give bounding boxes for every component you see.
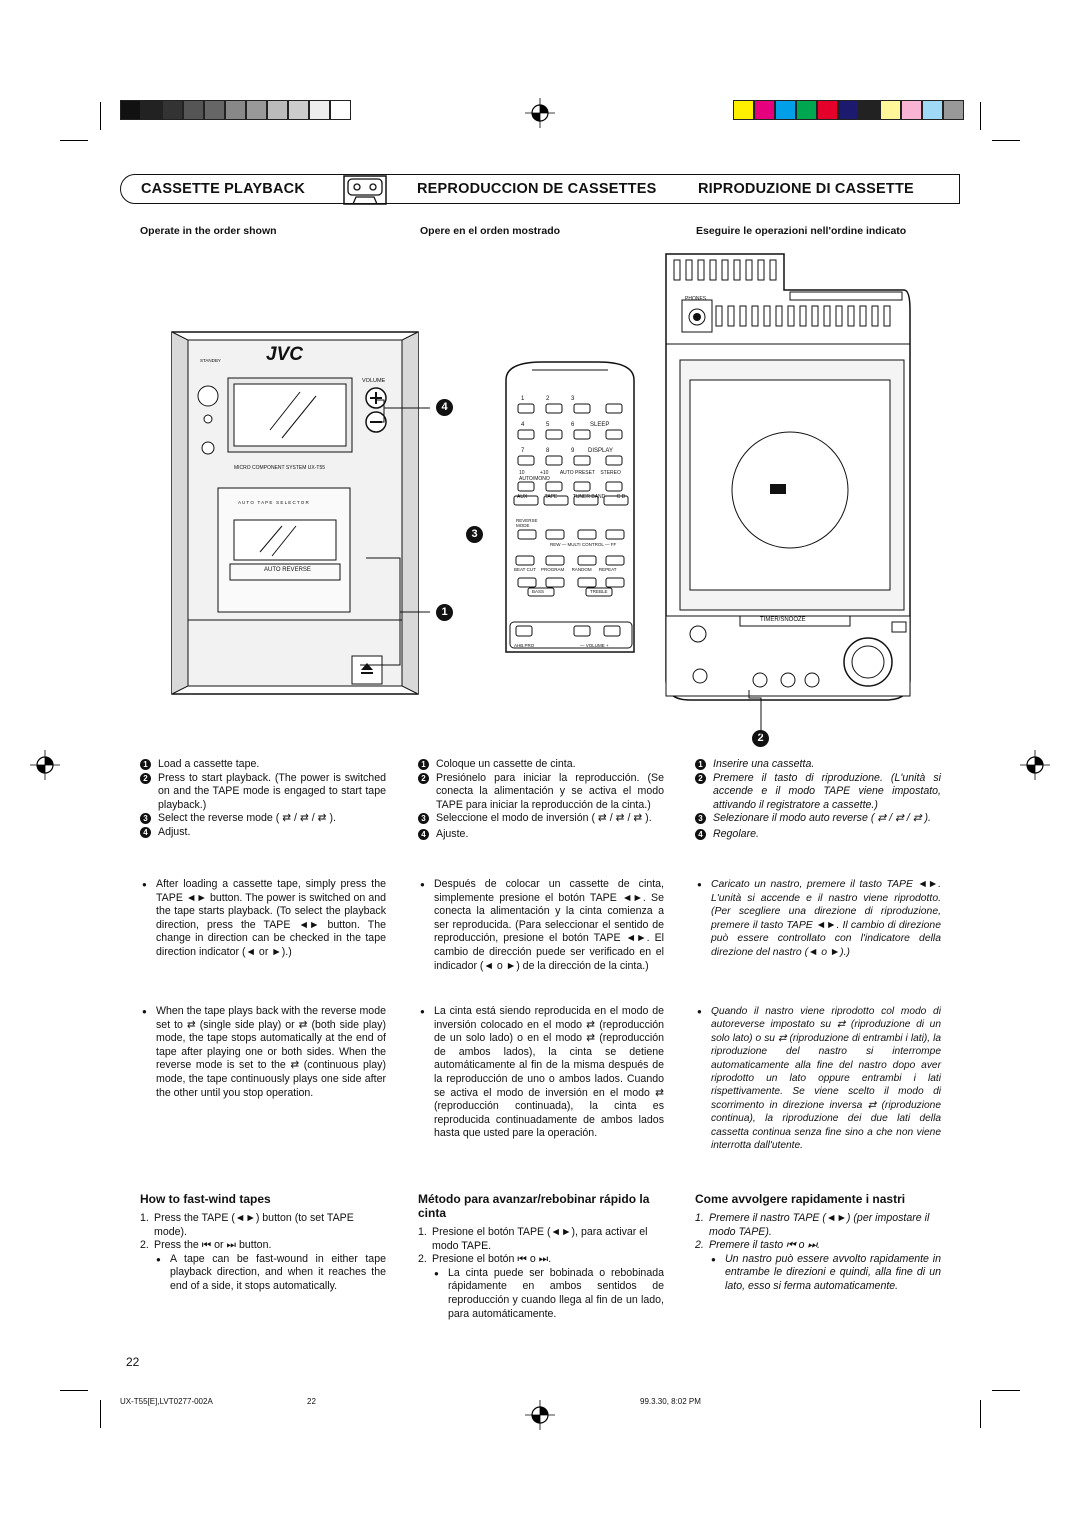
fastwind-note-en: A tape can be fast-wound in either tape … xyxy=(154,1253,386,1294)
fastwind-item-en: 1.Press the TAPE (◄►) button (to set TAP… xyxy=(140,1212,354,1238)
footer-left: UX-T55[E],LVT0277-002A xyxy=(120,1397,213,1406)
fastwind-item-es: 2.Presione el botón ⏮ o ⏭. xyxy=(418,1253,552,1266)
notes-es-2: La cinta está siendo reproducida en el m… xyxy=(418,1005,664,1141)
title-it: RIPRODUZIONE DI CASSETTE xyxy=(698,181,914,197)
notes-en: After loading a cassette tape, simply pr… xyxy=(140,878,386,960)
remote-label: 4 5 6 SLEEP xyxy=(521,422,610,428)
callout-4: 4 xyxy=(436,399,453,416)
subheading-it: Eseguire le operazioni nell'ordine indic… xyxy=(696,225,907,237)
registration-target-icon xyxy=(30,750,60,780)
timer-snooze-label: TIMER/SNOOZE xyxy=(760,617,806,623)
cassette-icon xyxy=(343,175,387,205)
registration-target-icon xyxy=(1020,750,1050,780)
callout-2: 2 xyxy=(752,730,769,747)
note-1-it: Caricato un nastro, premere il tasto TAP… xyxy=(695,878,941,960)
model-label: MICRO COMPONENT SYSTEM UX-T55 xyxy=(234,465,326,471)
fastwind-en: How to fast-wind tapes 1.Press the TAPE … xyxy=(140,1192,386,1294)
standby-label: STANDBY xyxy=(200,358,221,363)
fastwind-item-it: 1.Premere il nastro TAPE (◄►) (per impos… xyxy=(695,1212,930,1238)
page-number: 22 xyxy=(126,1355,140,1369)
title-en: CASSETTE PLAYBACK xyxy=(141,181,305,197)
note-2-es: La cinta está siendo reproducida en el m… xyxy=(418,1005,664,1141)
crop-mark xyxy=(980,102,981,130)
fastwind-note-it: Un nastro può essere avvolto rapidamente… xyxy=(709,1253,941,1294)
section-header: CASSETTE PLAYBACK REPRODUCCION DE CASSET… xyxy=(120,174,960,205)
volume-label: VOLUME xyxy=(362,378,386,384)
remote-label: AUX TAPE TUNER BAND C D xyxy=(517,494,626,500)
callout-lines xyxy=(360,399,430,666)
notes-it-2: Quando il nastro viene riprodotto col mo… xyxy=(695,1005,941,1152)
note-1-es: Después de colocar un cassette de cinta,… xyxy=(418,878,664,973)
remote-label: 1 2 3 xyxy=(521,396,575,402)
footer-center: 22 xyxy=(307,1397,316,1406)
fastwind-item-es: 1.Presione el botón TAPE (◄►), para acti… xyxy=(418,1226,648,1252)
callout-line-2 xyxy=(748,690,762,736)
remote-label: TREBLE xyxy=(590,589,608,594)
notes-en-2: When the tape plays back with the revers… xyxy=(140,1005,386,1100)
remote-label: 10 +10 AUTO PRESET STEREO AUTO/MONO xyxy=(519,470,621,482)
subheading-es: Opere en el orden mostrado xyxy=(420,225,561,237)
note-1-en: After loading a cassette tape, simply pr… xyxy=(140,878,386,960)
fastwind-title-es: Método para avanzar/rebobinar rápido la … xyxy=(418,1192,650,1220)
crop-mark xyxy=(100,102,101,130)
crop-mark xyxy=(992,140,1020,141)
crop-mark xyxy=(60,1390,88,1391)
crop-mark xyxy=(100,1400,101,1428)
tape-selector-label: A U T O T A P E S E L E C T O R xyxy=(238,500,309,505)
subheading-en: Operate in the order shown xyxy=(140,225,277,237)
remote-label: — VOLUME + xyxy=(580,643,609,648)
fastwind-item-en: 2.Press the ⏮ or ⏭ button. xyxy=(140,1239,272,1252)
registration-target-icon xyxy=(525,98,555,128)
callout-3: 3 xyxy=(466,526,483,543)
footer-right: 99.3.30, 8:02 PM xyxy=(640,1397,701,1406)
fastwind-item-it: 2.Premere il tasto ⏮ o ⏭. xyxy=(695,1239,820,1252)
auto-reverse-label: AUTO REVERSE xyxy=(264,567,311,573)
top-view-illustration xyxy=(665,253,911,701)
remote-label: REVERSE MODE xyxy=(516,518,538,528)
title-es: REPRODUCCION DE CASSETTES xyxy=(417,181,657,197)
note-2-it: Quando il nastro viene riprodotto col mo… xyxy=(695,1005,941,1152)
remote-control-illustration xyxy=(505,361,635,653)
fastwind-title-it: Come avvolgere rapidamente i nastri xyxy=(695,1192,906,1206)
notes-it: Caricato un nastro, premere il tasto TAP… xyxy=(695,878,941,960)
remote-label: BASS xyxy=(532,589,545,594)
main-unit-illustration xyxy=(171,331,419,695)
crop-mark xyxy=(992,1390,1020,1391)
notes-es: Después de colocar un cassette de cinta,… xyxy=(418,878,664,973)
fastwind-note-es: La cinta puede ser bobinada o rebobinada… xyxy=(432,1267,664,1321)
remote-label: 7 8 9 DISPLAY xyxy=(521,448,613,454)
callout-1: 1 xyxy=(436,604,453,621)
phones-label: PHONES xyxy=(685,296,707,302)
fastwind-it: Come avvolgere rapidamente i nastri 1.Pr… xyxy=(695,1192,941,1294)
crop-mark xyxy=(980,1400,981,1428)
color-calibration-bar xyxy=(733,100,964,120)
grey-scale-bar xyxy=(120,100,351,120)
brand-logo: JVC xyxy=(266,344,303,365)
remote-label: REW — MULTI CONTROL — FF xyxy=(550,542,617,547)
crop-mark xyxy=(60,140,88,141)
registration-target-icon xyxy=(525,1400,555,1430)
fastwind-es: Método para avanzar/rebobinar rápido la … xyxy=(418,1192,664,1321)
remote-label: AHB.PRO xyxy=(514,643,535,648)
fastwind-title-en: How to fast-wind tapes xyxy=(140,1192,271,1206)
note-2-en: When the tape plays back with the revers… xyxy=(140,1005,386,1100)
remote-label: BEAT CUT PROGRAM RANDOM REPEAT xyxy=(514,567,617,572)
